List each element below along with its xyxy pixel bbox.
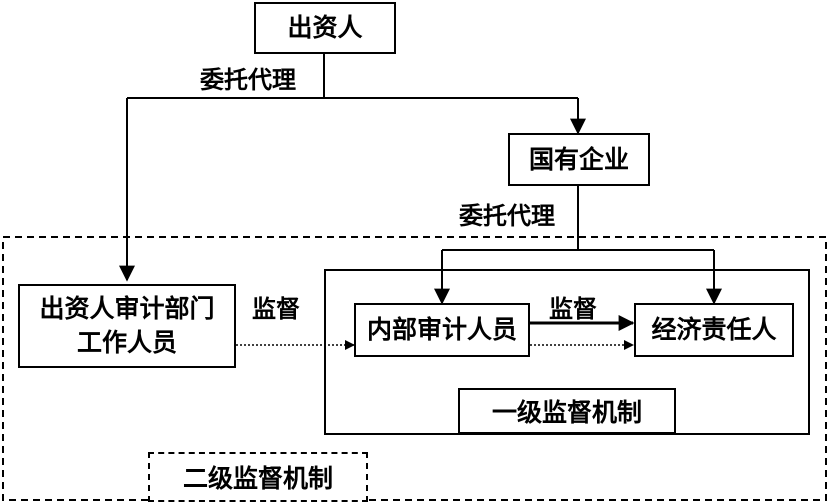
node-investor: 出资人: [254, 2, 396, 54]
node-soe: 国有企业: [508, 133, 650, 186]
level2-boundary: [2, 236, 827, 501]
label-entrust-top: 委托代理: [200, 65, 296, 94]
label-level2-mechanism: 二级监督机制: [148, 452, 368, 502]
node-investor-audit-staff: 出资人审计部门 工作人员: [18, 284, 236, 368]
label-supervise-outer: 监督: [252, 294, 300, 323]
node-internal-auditor: 内部审计人员: [354, 303, 530, 357]
label-entrust-soe: 委托代理: [459, 201, 555, 230]
label-level1-mechanism: 一级监督机制: [458, 388, 676, 434]
level1-boundary: [324, 269, 810, 435]
node-econ-responsible: 经济责任人: [634, 303, 794, 357]
label-supervise-inner: 监督: [549, 294, 597, 323]
